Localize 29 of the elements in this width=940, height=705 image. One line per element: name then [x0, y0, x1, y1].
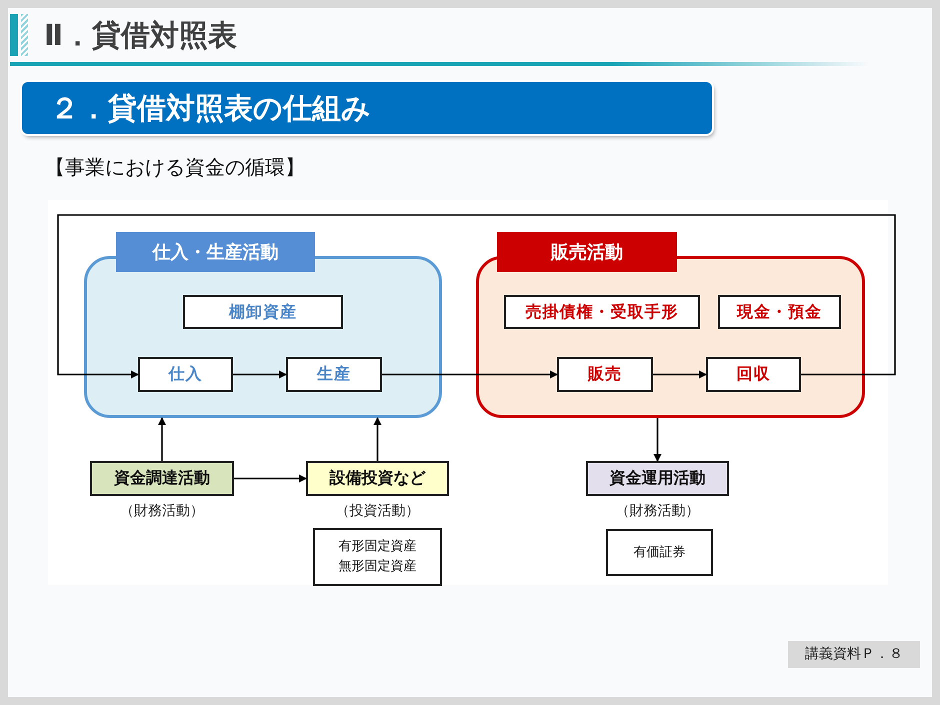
page-reference: 講義資料Ｐ．８ [788, 641, 920, 668]
account-box: 現金・預金 [718, 295, 841, 329]
activity-note: （財務活動） [614, 502, 700, 520]
arrow [382, 370, 558, 378]
group-heading: 仕入・生産活動 [116, 232, 315, 272]
arrow [653, 370, 707, 378]
arrow [57, 214, 896, 378]
asset-box: 有形固定資産無形固定資産 [313, 528, 442, 586]
account-box: 生産 [286, 357, 382, 392]
arrow [158, 417, 166, 461]
diagram-heading: 【事業における資金の循環】 [45, 154, 305, 181]
arrow [234, 474, 307, 482]
section-banner: ２．貸借対照表の仕組み [22, 82, 712, 134]
group-heading: 販売活動 [497, 232, 677, 272]
activity-box: 設備投資など [306, 461, 449, 496]
account-box: 棚卸資産 [183, 295, 343, 329]
activity-box: 資金運用活動 [586, 461, 729, 496]
account-box: 回収 [706, 357, 801, 392]
activity-box: 資金調達活動 [90, 461, 234, 496]
arrow [233, 370, 287, 378]
activity-note: （投資活動） [334, 502, 420, 520]
asset-box: 有価証券 [606, 529, 713, 576]
account-box: 仕入 [138, 357, 233, 392]
arrow [654, 418, 662, 462]
account-box: 売掛債権・受取手形 [504, 295, 700, 329]
arrow [374, 417, 382, 461]
page-title: Ⅱ．貸借対照表 [44, 17, 238, 54]
account-box: 販売 [557, 357, 653, 392]
activity-note: （財務活動） [119, 502, 205, 520]
